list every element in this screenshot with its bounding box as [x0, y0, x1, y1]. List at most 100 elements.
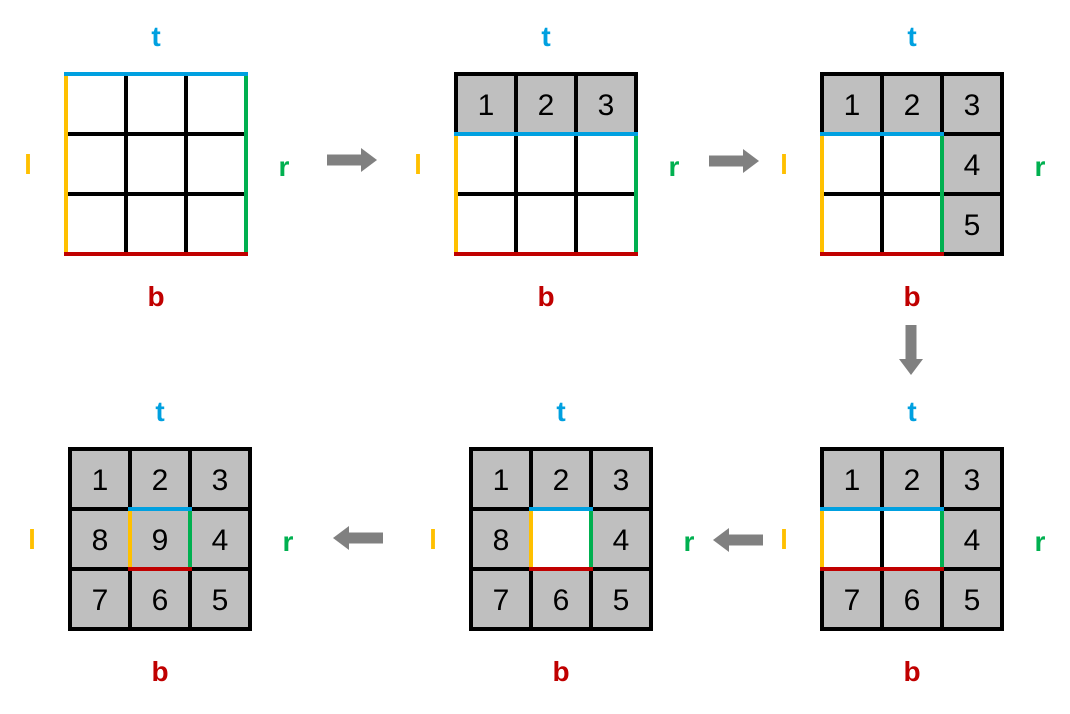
- cell-number: 7: [493, 584, 510, 617]
- cell-number: 4: [964, 524, 981, 557]
- cell-number: 1: [844, 89, 861, 122]
- cell: [882, 569, 942, 629]
- arrow-left-icon: [333, 526, 383, 550]
- top-label: t: [155, 396, 164, 427]
- arrow-head: [899, 359, 923, 375]
- cell-number: 2: [538, 89, 555, 122]
- cell-number: 3: [613, 464, 630, 497]
- cell: [186, 194, 246, 254]
- cell: [130, 569, 190, 629]
- cell: [882, 449, 942, 509]
- cell: [70, 509, 130, 569]
- left-label: l: [429, 524, 437, 555]
- cell-number: 3: [598, 89, 615, 122]
- cell: [942, 449, 1002, 509]
- cell: [471, 509, 531, 569]
- cell: [456, 74, 516, 134]
- cell-number: 1: [844, 464, 861, 497]
- cell-number: 1: [478, 89, 495, 122]
- cell-number: 9: [152, 524, 169, 557]
- bottom-label: b: [147, 281, 164, 312]
- left-label: l: [24, 149, 32, 180]
- cell-number: 4: [613, 524, 630, 557]
- cell: [471, 569, 531, 629]
- cell: [942, 509, 1002, 569]
- cell: [882, 74, 942, 134]
- arrow-right-icon: [709, 149, 759, 173]
- cell: [942, 134, 1002, 194]
- cell-number: 6: [904, 584, 921, 617]
- bottom-label: b: [537, 281, 554, 312]
- cell: [942, 74, 1002, 134]
- cell: [126, 194, 186, 254]
- cell: [576, 74, 636, 134]
- cell: [882, 509, 942, 569]
- cell: [186, 134, 246, 194]
- arrow-down-icon: [899, 325, 923, 375]
- bottom-label: b: [151, 656, 168, 687]
- cell: [190, 449, 250, 509]
- cell-number: 4: [964, 149, 981, 182]
- cell-number: 5: [613, 584, 630, 617]
- cell: [186, 74, 246, 134]
- right-label: r: [669, 151, 680, 182]
- cell: [882, 194, 942, 254]
- cell: [822, 74, 882, 134]
- cell: [882, 134, 942, 194]
- arrow-right-icon: [327, 148, 377, 172]
- cell: [822, 194, 882, 254]
- cell: [822, 449, 882, 509]
- cell: [471, 449, 531, 509]
- top-label: t: [556, 396, 565, 427]
- cell: [822, 569, 882, 629]
- arrow-head: [361, 148, 377, 172]
- cell: [126, 134, 186, 194]
- cell-number: 3: [964, 89, 981, 122]
- bottom-label: b: [552, 656, 569, 687]
- arrow-head: [743, 149, 759, 173]
- cell: [126, 74, 186, 134]
- cell: [531, 569, 591, 629]
- arrow-left-icon: [713, 528, 763, 552]
- cell-number: 8: [493, 524, 510, 557]
- cell-number: 7: [92, 584, 109, 617]
- cell: [66, 194, 126, 254]
- left-label: l: [28, 524, 36, 555]
- right-label: r: [283, 526, 294, 557]
- cell: [516, 74, 576, 134]
- cell: [591, 449, 651, 509]
- cell-number: 7: [844, 584, 861, 617]
- cell-number: 1: [493, 464, 510, 497]
- top-label: t: [151, 21, 160, 52]
- cell: [942, 194, 1002, 254]
- cell: [190, 569, 250, 629]
- cell-number: 6: [152, 584, 169, 617]
- cell: [531, 509, 591, 569]
- cell-number: 2: [904, 89, 921, 122]
- left-label: l: [414, 149, 422, 180]
- cell: [822, 134, 882, 194]
- top-label: t: [541, 21, 550, 52]
- cell: [70, 569, 130, 629]
- cell: [822, 509, 882, 569]
- arrow-head: [333, 526, 349, 550]
- cell: [70, 449, 130, 509]
- right-label: r: [1035, 526, 1046, 557]
- cell-number: 6: [553, 584, 570, 617]
- cell: [516, 194, 576, 254]
- cell: [531, 449, 591, 509]
- top-label: t: [907, 21, 916, 52]
- cell: [66, 74, 126, 134]
- right-label: r: [684, 526, 695, 557]
- cell: [591, 509, 651, 569]
- cell-number: 8: [92, 524, 109, 557]
- cell: [130, 449, 190, 509]
- top-label: t: [907, 396, 916, 427]
- cell: [516, 134, 576, 194]
- cell-number: 3: [212, 464, 229, 497]
